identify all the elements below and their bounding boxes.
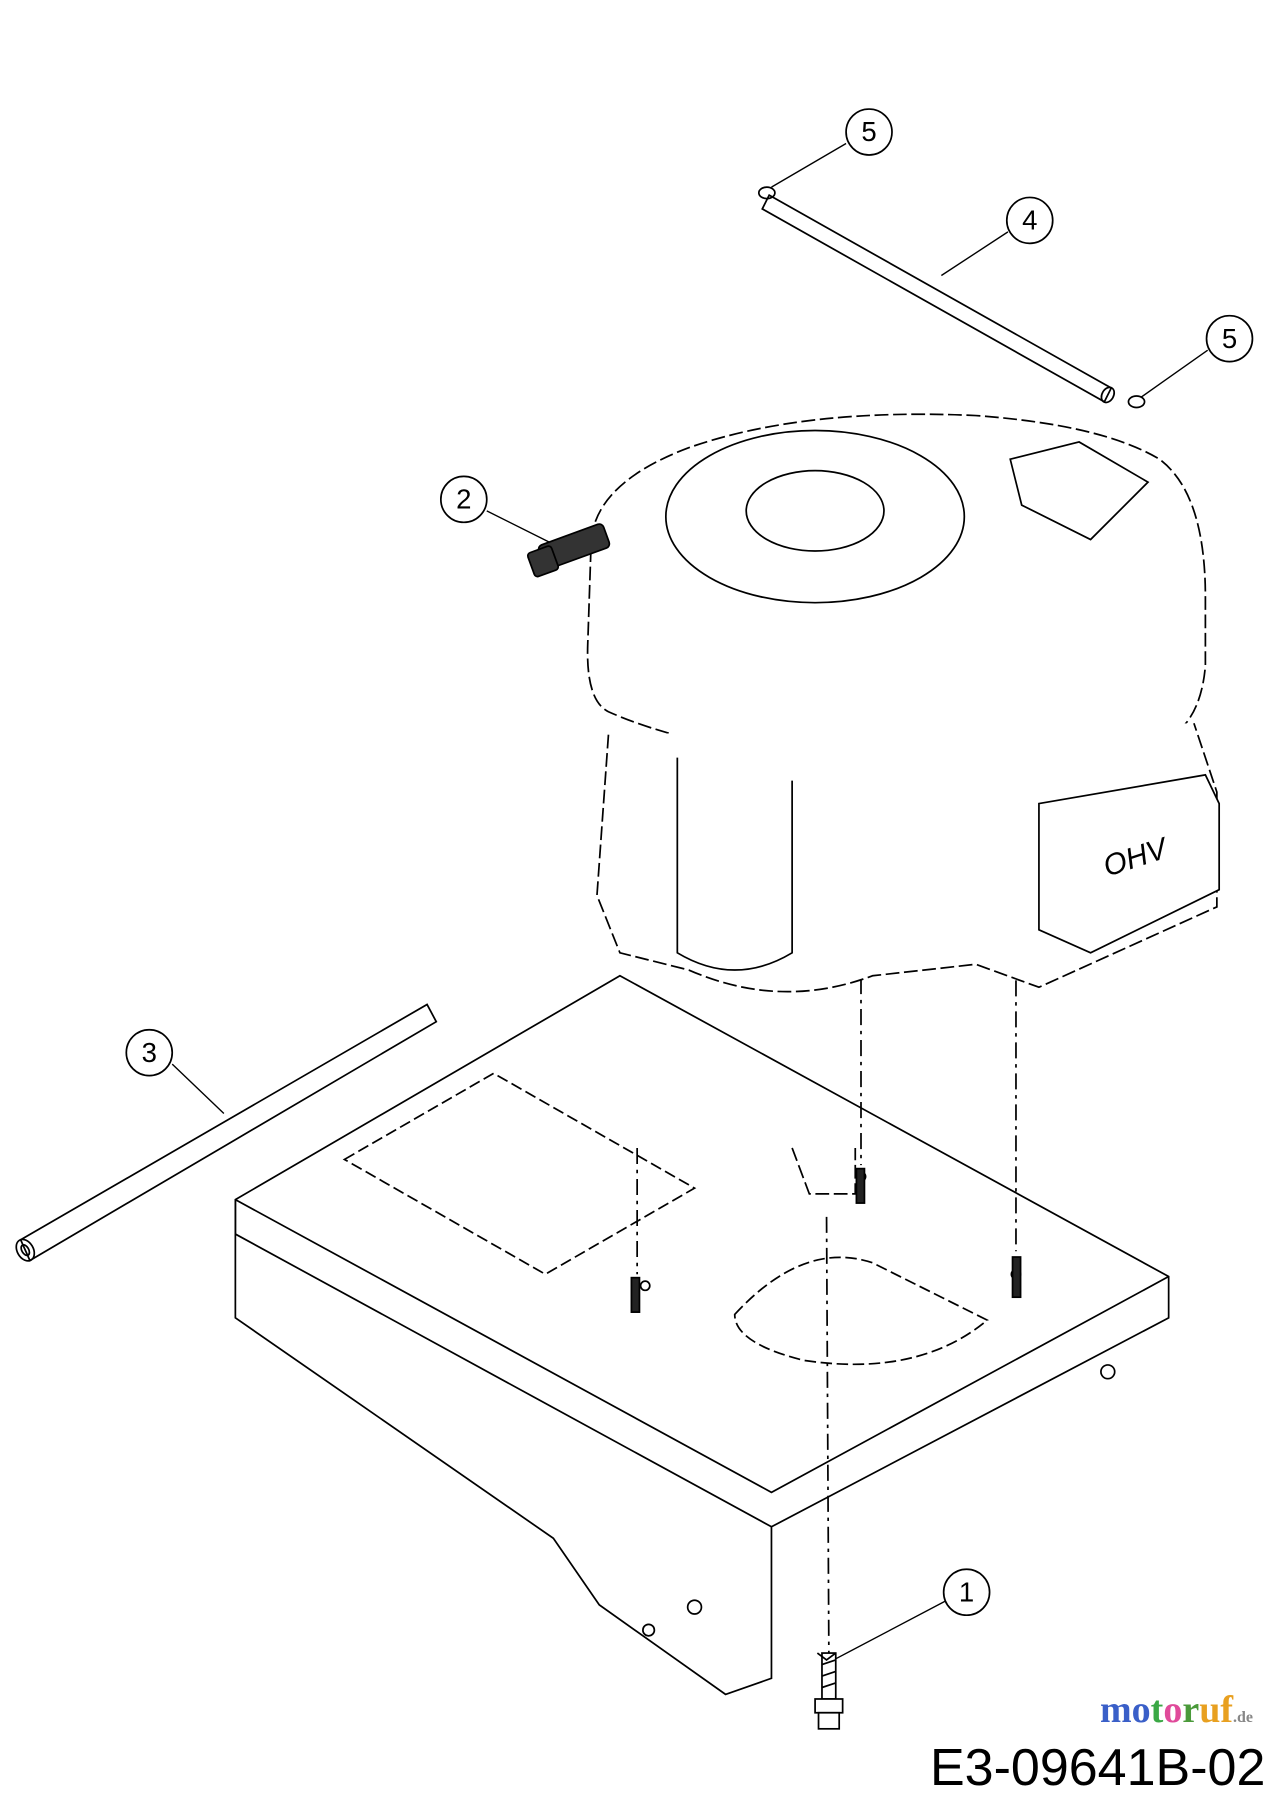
- callout-1: 1: [942, 1568, 991, 1617]
- bolt-part-1: [814, 1652, 844, 1730]
- callout-label: 3: [142, 1037, 157, 1068]
- callout-label: 4: [1022, 205, 1037, 236]
- callout-5-top: 5: [845, 108, 893, 156]
- callout-3: 3: [125, 1028, 174, 1077]
- callout-label: 2: [456, 484, 471, 515]
- callout-label: 5: [1222, 323, 1237, 354]
- leader-lines: [171, 142, 1209, 1660]
- watermark-logo: motoruf.de: [1100, 1689, 1253, 1731]
- callout-label: 1: [959, 1576, 974, 1607]
- callout-label: 5: [861, 116, 876, 147]
- clamp-part-5-top: [757, 186, 776, 200]
- hose-part-3: [15, 1003, 438, 1262]
- drawing-code: E3-09641B-02: [930, 1739, 1266, 1797]
- engine: OHV: [586, 413, 1221, 1195]
- fitting-part-2: [526, 523, 611, 578]
- studs: [630, 1167, 1022, 1313]
- engine-mount-frame: [234, 974, 1170, 1696]
- callout-4: 4: [1005, 196, 1054, 245]
- callout-2: 2: [439, 475, 488, 524]
- hose-part-4: [761, 193, 1116, 404]
- clamp-part-5-right: [1127, 395, 1146, 409]
- callout-5-right: 5: [1205, 314, 1254, 363]
